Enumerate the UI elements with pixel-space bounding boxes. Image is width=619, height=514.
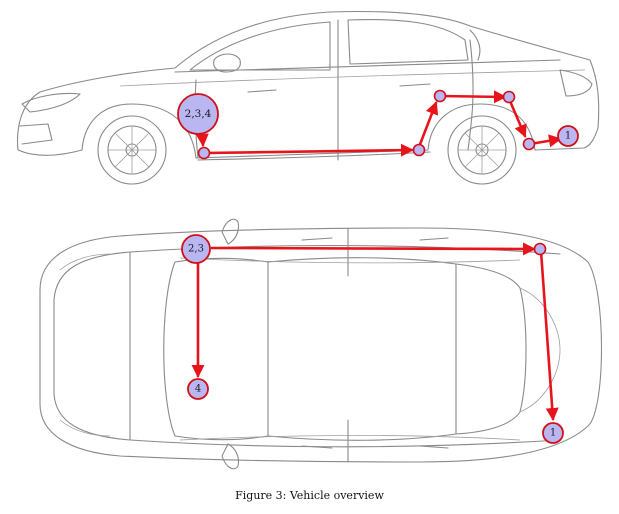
top-end-rear-marker <box>542 422 564 444</box>
top-path-segment-1 <box>210 242 536 256</box>
side-path-segment-5 <box>508 99 527 138</box>
side-waypoint <box>197 146 211 160</box>
side-waypoint <box>502 90 516 104</box>
figure-caption: Figure 3: Vehicle overview <box>235 489 384 502</box>
top-end-left-label: 4 <box>195 384 201 395</box>
top-waypoint <box>533 242 547 256</box>
top-view-path: 2,3 1 4 <box>181 234 564 444</box>
side-waypoint <box>412 143 426 157</box>
side-start-label: 2,3,4 <box>185 108 212 120</box>
top-path-segment-2 <box>539 249 559 421</box>
top-end-rear-label: 1 <box>550 428 556 439</box>
side-waypoint <box>433 89 447 103</box>
side-waypoint <box>522 137 536 151</box>
side-start-marker <box>177 93 219 135</box>
side-path-segment-2 <box>202 143 414 157</box>
car-top-view <box>39 218 603 470</box>
top-start-label: 2,3 <box>188 244 204 255</box>
side-view-path: 2,3,4 1 <box>177 89 579 160</box>
side-end-label: 1 <box>565 131 571 142</box>
side-path-segment-4 <box>438 90 507 104</box>
side-end-marker <box>557 125 579 147</box>
top-start-marker <box>181 234 211 264</box>
car-side-view <box>17 10 600 185</box>
top-end-left-marker <box>187 378 209 400</box>
side-path-segment-3 <box>417 101 439 149</box>
